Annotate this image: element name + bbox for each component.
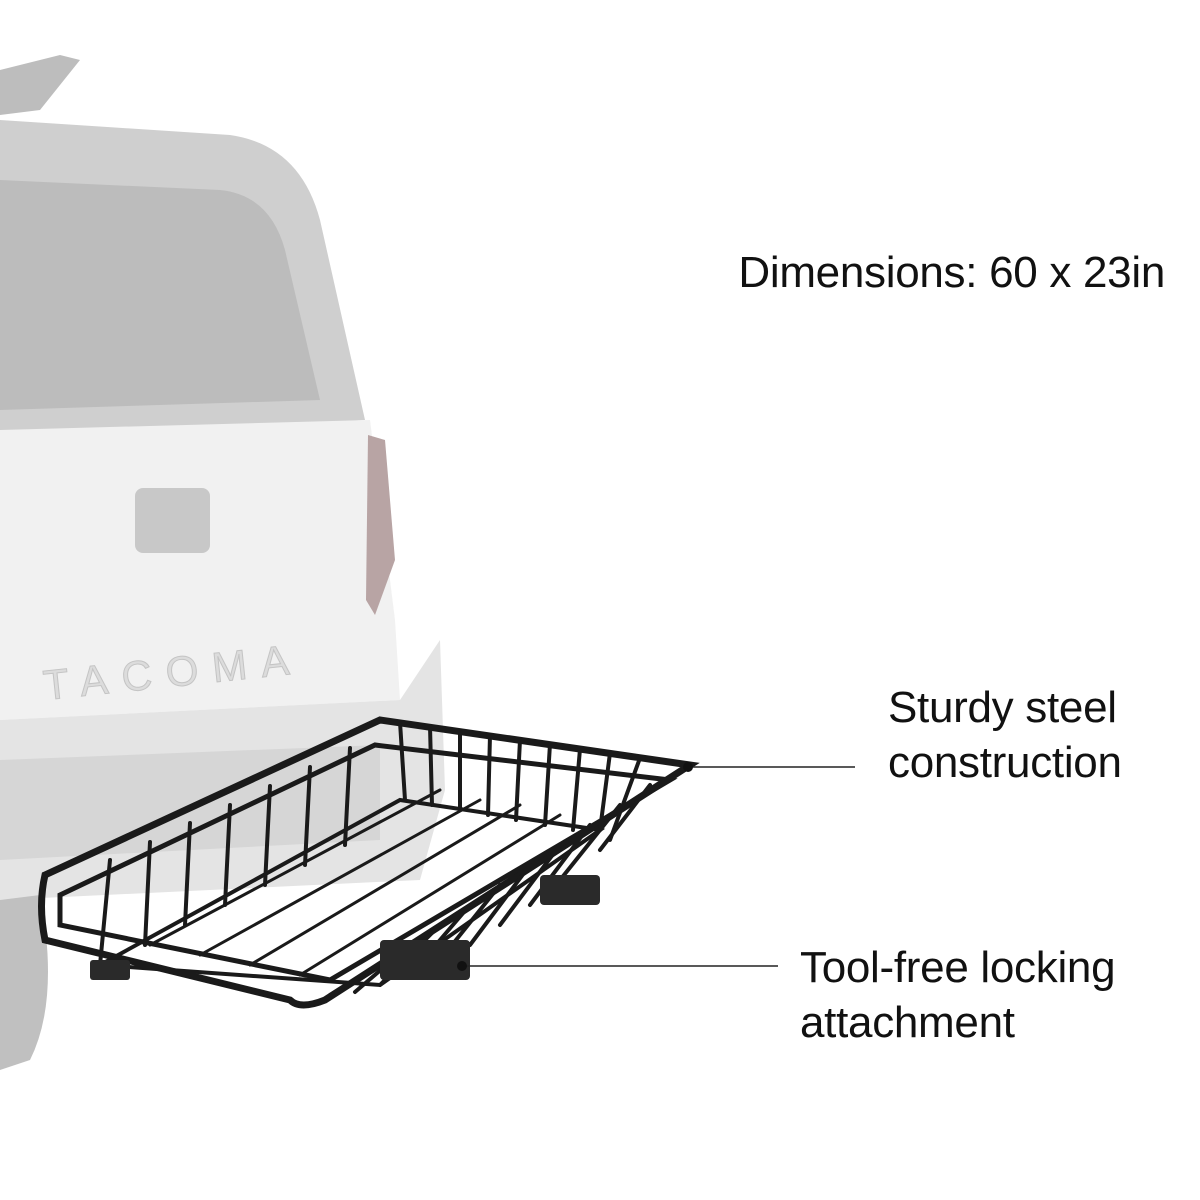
dimensions-value: 60 x 23in <box>989 248 1165 297</box>
hitch-mount <box>90 875 600 980</box>
callout-lines <box>457 762 855 971</box>
truck-illustration: TACOMA <box>0 55 445 1070</box>
callout-line1: Sturdy steel <box>888 683 1117 732</box>
dimensions-label: Dimensions: <box>738 248 978 297</box>
callout-line2: attachment <box>800 998 1015 1047</box>
callout-line1: Tool-free locking <box>800 943 1116 992</box>
callout-tool-free-locking: Tool-free locking attachment <box>800 940 1116 1050</box>
tailgate-handle <box>135 488 210 553</box>
callout-steel-construction: Sturdy steel construction <box>888 680 1122 790</box>
callout-line2: construction <box>888 738 1122 787</box>
dimensions-text: Dimensions: 60 x 23in <box>738 245 1165 300</box>
